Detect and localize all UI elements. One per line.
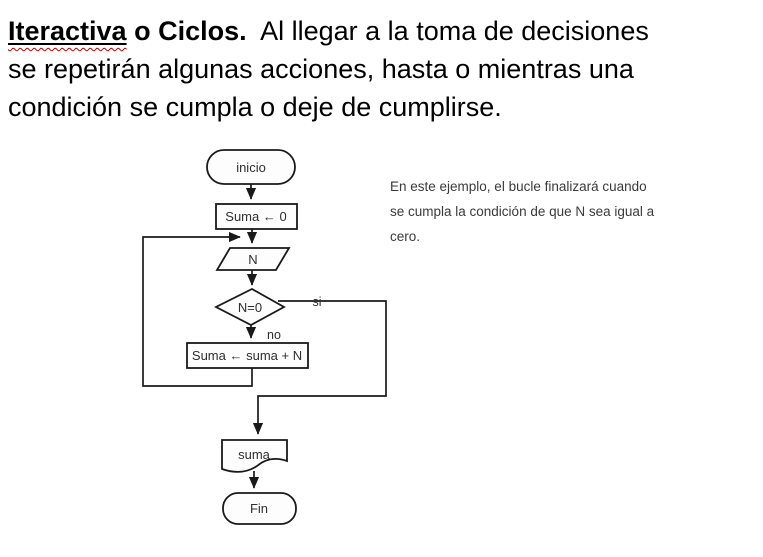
- end-terminator-label: Fin: [250, 501, 268, 516]
- title-word-misspelled: Iteractiva: [8, 16, 127, 46]
- decision-diamond-label: N=0: [238, 300, 262, 315]
- start-terminator-shape: [206, 149, 296, 185]
- note-line-2: se cumpla la condición de que N sea igua…: [390, 204, 655, 219]
- note-line-1: En este ejemplo, el bucle finalizará cua…: [390, 179, 647, 194]
- init-process-shape: [215, 203, 298, 230]
- init-process-label: Suma ← 0: [225, 209, 286, 224]
- example-note: En este ejemplo, el bucle finalizará cua…: [390, 174, 720, 249]
- paragraph-line-1: Iteractiva o Ciclos. Al llegar a la toma…: [8, 12, 758, 50]
- input-parallelogram-label: N: [248, 252, 257, 267]
- title-word-text: Iteractiva: [8, 16, 127, 46]
- branch-label-no: no: [267, 328, 281, 342]
- output-document-shape: [221, 439, 288, 473]
- output-document-label: suma: [238, 447, 271, 462]
- accumulate-process-shape: [186, 342, 309, 369]
- paragraph-line-2: se repetirán algunas acciones, hasta o m…: [8, 54, 634, 84]
- connector-loop-back: [142, 231, 253, 387]
- start-terminator-label: inicio: [236, 160, 266, 175]
- connector-decision-si-to-output: [252, 300, 387, 435]
- paragraph-line-3: condición se cumpla o deje de cumplirse.: [8, 92, 502, 122]
- branch-label-si: si: [312, 295, 321, 309]
- heading-paragraph: Iteractiva o Ciclos. Al llegar a la toma…: [8, 12, 758, 126]
- paragraph-line-1-text: Al llegar a la toma de decisiones: [246, 16, 649, 46]
- decision-diamond-shape: [214, 287, 286, 327]
- accumulate-process-label: Suma ← suma + N: [192, 348, 302, 363]
- input-parallelogram-shape: [215, 247, 291, 271]
- note-line-3: cero.: [390, 229, 421, 244]
- end-terminator-shape: [222, 492, 297, 525]
- title-rest: o Ciclos.: [126, 16, 247, 46]
